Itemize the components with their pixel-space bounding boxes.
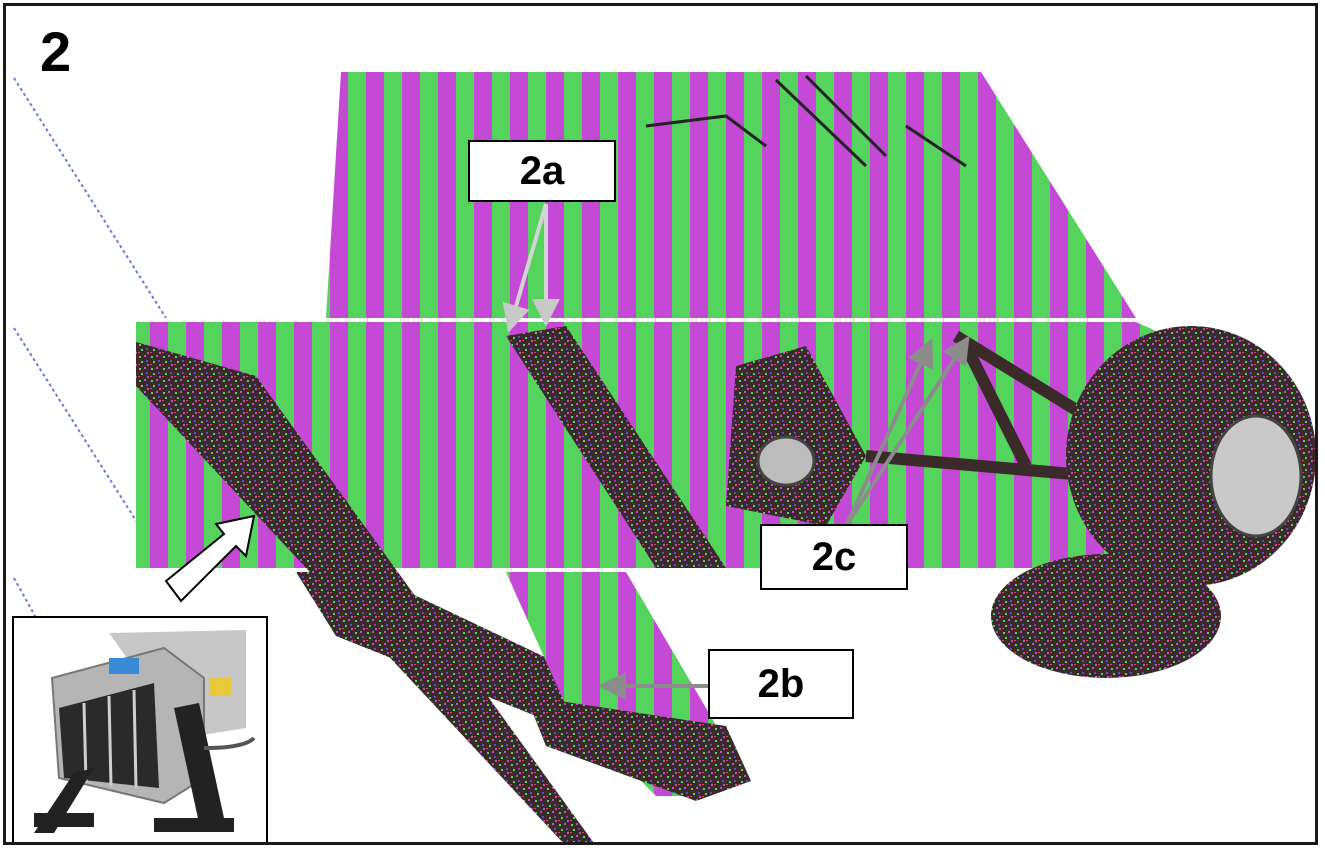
foot <box>526 696 751 801</box>
tray-upper <box>326 72 1136 318</box>
wheelbarrow-diagram <box>13 72 1315 842</box>
callout-2a-arrows <box>502 203 560 333</box>
axle-rods <box>865 330 1097 482</box>
figure-number: 2 <box>40 20 72 83</box>
front-brace <box>506 326 726 568</box>
callout-2c-arrows <box>844 335 970 528</box>
callout-2a: 2a <box>468 140 616 202</box>
direction-arrow-icon <box>164 514 256 603</box>
wheel <box>1066 326 1315 586</box>
axle-bolt <box>756 435 816 487</box>
tray-middle <box>136 322 1156 568</box>
callout-2c: 2c <box>760 524 908 590</box>
wheel-lower <box>991 554 1221 678</box>
tray-handle-marks <box>645 74 967 168</box>
figure-frame: 2 2a 2c 2b <box>3 3 1318 845</box>
callout-2b: 2b <box>708 649 854 719</box>
heater-inset-photo <box>12 616 268 842</box>
axle-box <box>726 346 866 526</box>
lower-leg-left <box>296 572 626 736</box>
heater-icon <box>14 618 266 842</box>
